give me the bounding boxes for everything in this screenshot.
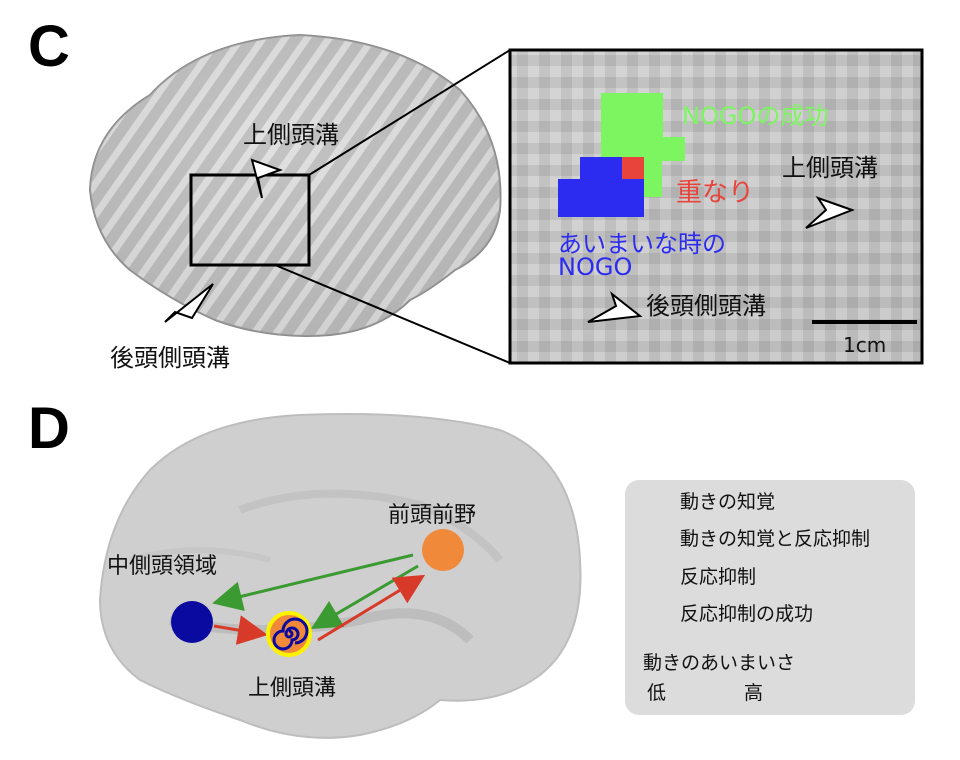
nogo-success-region: [601, 93, 663, 137]
arrow-sts-to-pfc: [317, 574, 426, 642]
panel-d-letter: D: [28, 396, 70, 461]
inset-sts-label: 上側頭溝: [782, 154, 878, 182]
inset-ambiguous-label-2: NOGO: [558, 253, 633, 281]
roi-box: [189, 173, 311, 267]
legend-high-label: 高: [744, 682, 764, 704]
legend-motion-and-inhibition: 動きの知覚と反応抑制: [680, 528, 871, 550]
legend-motion-perception: 動きの知覚: [680, 491, 776, 513]
sts-arrowhead-icon: [250, 158, 283, 199]
scale-bar-label: 1cm: [843, 333, 887, 357]
inset-pos-arrowhead-icon: [587, 291, 643, 323]
mt-node: [171, 601, 213, 643]
mt-label: 中側頭領域: [107, 554, 218, 579]
arrow-mt-to-sts: [213, 615, 268, 645]
pfc-node: [422, 529, 464, 571]
pfc-label: 前頭前野: [388, 503, 477, 528]
legend-response-inhibition: 反応抑制: [680, 566, 757, 588]
inset-ambiguous-label-1: あいまいな時の: [558, 230, 726, 258]
inset-pos-label: 後頭側頭溝: [646, 292, 766, 320]
zoom-line-top: [308, 49, 511, 176]
slice-sts-label: 上側頭溝: [243, 121, 339, 149]
slice-pos-label: 後頭側頭溝: [110, 344, 230, 372]
legend-low-label: 低: [647, 682, 667, 704]
inset-nogo-success-label: NOGOの成功: [682, 102, 829, 130]
zoom-line-bottom: [274, 264, 511, 364]
legend-box: [625, 480, 915, 715]
sagittal-brain-slice: [88, 33, 502, 337]
pos-arrowhead-icon: [164, 283, 214, 323]
legend-inhibition-success: 反応抑制の成功: [680, 603, 814, 625]
panel-c-letter: C: [28, 14, 70, 79]
arrow-pfc-to-mt: [212, 553, 414, 611]
inflated-brain: [98, 413, 582, 739]
sts-node: [266, 611, 312, 657]
overlap-region: [622, 157, 644, 179]
ambiguous-nogo-region: [580, 157, 624, 179]
sts-label: 上側頭溝: [248, 676, 337, 701]
inset-overlap-label: 重なり: [676, 178, 755, 208]
legend-ambiguity-title: 動きのあいまいさ: [643, 652, 796, 674]
inset-zoom: [508, 48, 924, 365]
inset-sts-arrowhead-icon: [805, 196, 855, 229]
